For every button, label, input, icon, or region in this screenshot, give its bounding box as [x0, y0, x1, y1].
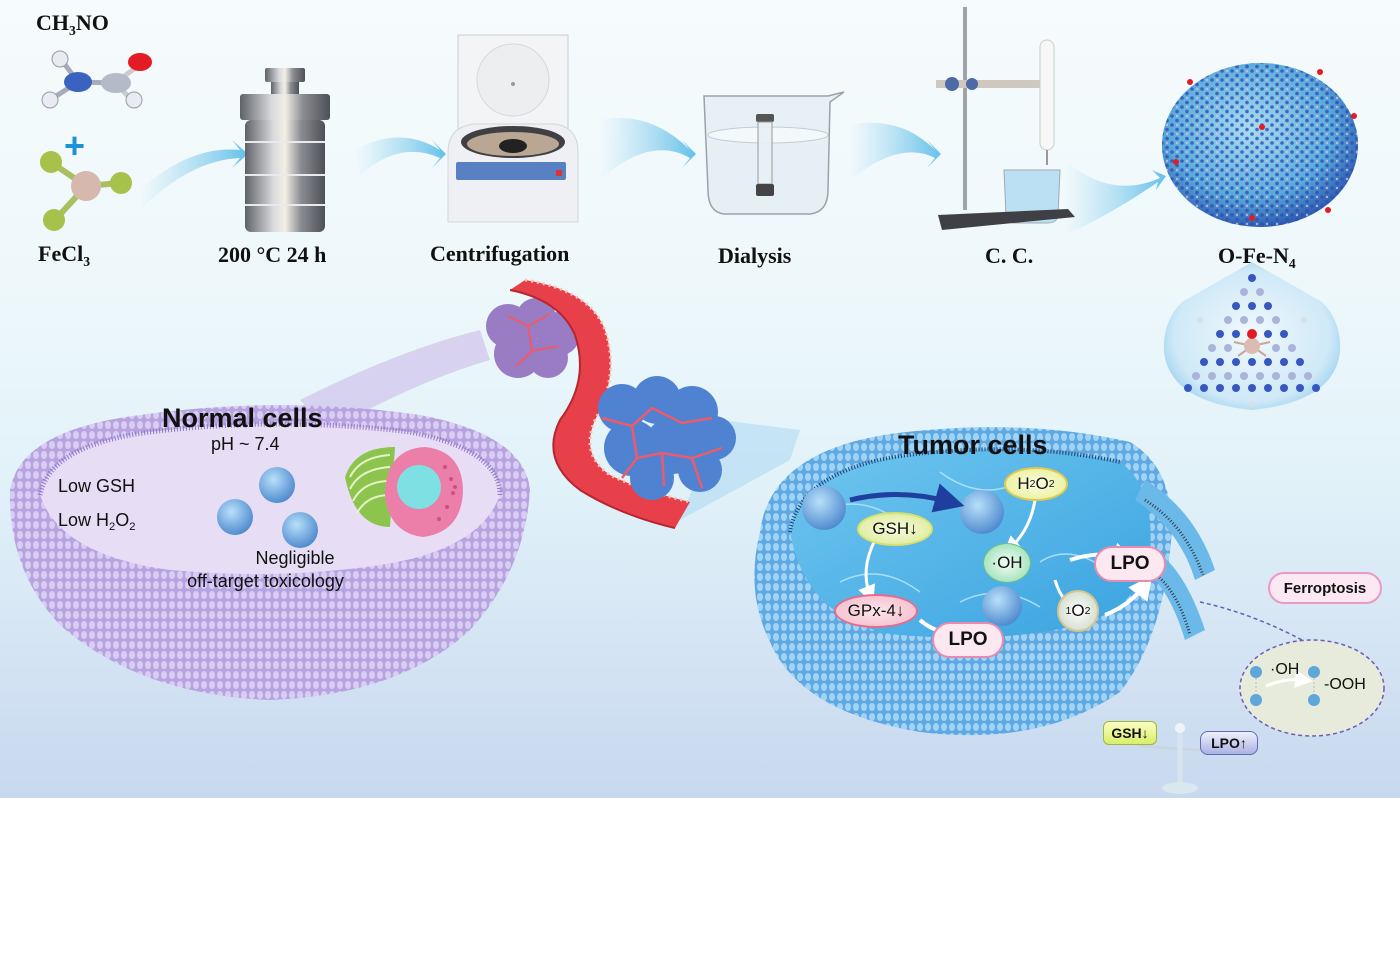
negligible-label: Negligible [255, 548, 335, 568]
normal-cells-title: Normal cells [162, 403, 323, 433]
off-target-toxicology-label: off-target toxicology [187, 571, 344, 591]
centrifuge-icon [447, 34, 579, 223]
column-chromatography-icon [936, 7, 1075, 230]
figure-canvas: CH3NO + FeCl3 200 [0, 0, 1400, 798]
step-label-centrifugation: Centrifugation [430, 241, 570, 266]
normal-tissue-cluster-icon [486, 298, 580, 378]
tumor-cells-title: Tumor cells [898, 430, 1048, 460]
inset-ooh-label: -OOH [1324, 676, 1366, 693]
n-atom-lattice [1184, 274, 1320, 407]
nanoparticle [960, 490, 1004, 534]
formamide-molecule-icon [41, 50, 152, 109]
nanoparticles-normal [217, 467, 318, 548]
nanoparticles-tumor [802, 486, 1022, 626]
lpo-cloud-2: LPO [932, 622, 1004, 658]
low-gsh-label: Low GSH [58, 476, 136, 496]
autoclave-icon [240, 68, 330, 232]
balance-gsh-down: GSH↓ [1103, 721, 1157, 745]
nanoparticle [802, 486, 846, 530]
lipid-peroxidation-inset [1199, 601, 1385, 737]
arrow-3 [600, 118, 696, 180]
low-h2o2-label: Low H2O2 [58, 510, 136, 533]
nanosphere-icon [1162, 63, 1358, 227]
arrow-h2o2-to-oh [1003, 499, 1037, 555]
nanoparticle [282, 512, 318, 548]
tumor-tissue-cluster-icon [598, 376, 736, 500]
nanoparticle [217, 499, 253, 535]
hydroxyl-radical-bubble: ·OH [983, 543, 1031, 583]
fe-n4-structure-inset [1163, 262, 1341, 410]
arrow-4 [850, 122, 941, 180]
nucleus-golgi-icon [345, 447, 463, 537]
step-label-hydrothermal: 200 °C 24 h [218, 242, 327, 267]
normal-ph-label: pH ~ 7.4 [211, 434, 280, 454]
arrow-singlet-o2-to-lpo [1104, 575, 1153, 617]
reagent-fecl3-label: FeCl3 [38, 241, 91, 269]
fecl3-molecule-icon [40, 151, 132, 231]
arrow-2 [355, 137, 446, 175]
fe-atom [1244, 338, 1260, 354]
arrow-gsh-to-gpx4 [858, 539, 877, 604]
lpo-cloud-1: LPO [1094, 546, 1166, 582]
nanoparticle [982, 586, 1022, 626]
nanoparticle [259, 467, 295, 503]
o-atom [1247, 329, 1257, 339]
plus-icon: + [64, 125, 86, 166]
gpx4-down-bubble: GPx-4↓ [834, 594, 918, 628]
inset-oh-label: ·OH [1270, 661, 1300, 678]
ferroptosis-cloud: Ferroptosis [1268, 572, 1382, 604]
process-arrows [140, 118, 1166, 235]
arrow-5 [1065, 160, 1166, 235]
reagent-formamide-label: CH3NO [36, 10, 109, 38]
arrow-nanoparticle-transform [849, 483, 965, 513]
arrow-1 [140, 140, 248, 210]
dialysis-beaker-icon [703, 91, 845, 215]
balance-lpo-up: LPO↑ [1200, 731, 1258, 755]
gsh-down-bubble: GSH↓ [857, 512, 933, 546]
step-label-dialysis: Dialysis [718, 243, 792, 268]
step-label-column-chromatography: C. C. [985, 243, 1034, 268]
